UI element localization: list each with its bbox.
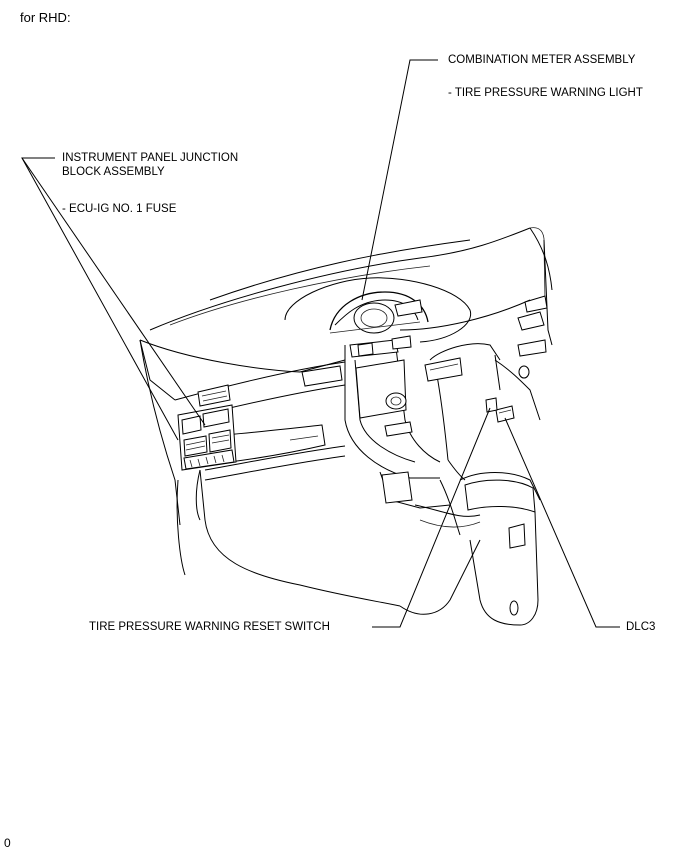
dlc3-connector <box>495 405 515 423</box>
tire-pressure-warning-light-label: - TIRE PRESSURE WARNING LIGHT <box>448 87 643 99</box>
combination-meter-label: COMBINATION METER ASSEMBLY <box>448 54 636 66</box>
leader-lines <box>21 59 620 628</box>
reset-switch <box>485 397 498 413</box>
junction-block-label-line2: BLOCK ASSEMBLY <box>62 166 165 178</box>
junction-block-assembly <box>177 404 237 471</box>
reset-switch-label: TIRE PRESSURE WARNING RESET SWITCH <box>89 621 330 633</box>
ecu-ig-fuse-label: - ECU-IG NO. 1 FUSE <box>62 203 177 215</box>
figure-number: 0 <box>4 836 11 850</box>
junction-block-label-line1: INSTRUMENT PANEL JUNCTION <box>62 152 239 164</box>
diagram-caption: for RHD: <box>20 10 71 25</box>
dashboard-body <box>139 227 553 626</box>
dlc3-label: DLC3 <box>626 621 656 633</box>
